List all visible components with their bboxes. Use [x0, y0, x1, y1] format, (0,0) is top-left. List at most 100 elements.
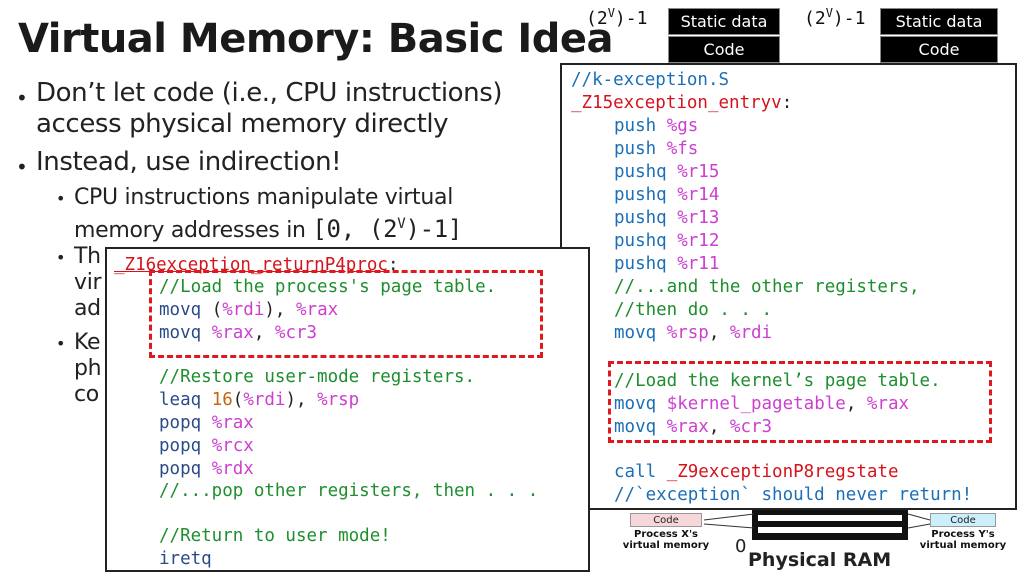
- register: %rsp: [317, 390, 360, 410]
- paren: ),: [285, 390, 318, 410]
- code-comment: //Load the process's page table.: [159, 277, 497, 297]
- bullet-2: Instead, use indirection!: [36, 147, 342, 177]
- code-line: iretq: [159, 549, 212, 569]
- left-code-block: Code: [668, 36, 780, 63]
- code-line: pushq %r13: [614, 207, 719, 230]
- bullet-dot: •: [16, 155, 28, 179]
- code-line: pushq %r15: [614, 161, 719, 184]
- process-y-code-block: Code: [930, 513, 996, 527]
- sub-bullet-c-frag-1: Ke: [74, 330, 101, 355]
- code-line: popq %rax: [159, 412, 254, 435]
- bullet-1: Don’t let code (i.e., CPU instructions) …: [36, 78, 503, 140]
- sub-bullet-dot: •: [56, 334, 66, 353]
- range-sup: V: [397, 216, 406, 232]
- code-line: popq %rdx: [159, 458, 254, 481]
- instruction: pushq: [614, 208, 678, 228]
- pow-post: )-1: [832, 8, 866, 29]
- entry-label-line: _Z15exception_entryv:: [571, 92, 792, 115]
- register: %cr3: [729, 417, 773, 437]
- code-comment: //...and the other registers,: [614, 277, 920, 297]
- sub-bullet-b: Th vir ad: [74, 244, 102, 322]
- physical-ram-label: Physical RAM: [748, 549, 892, 571]
- sub-bullet-b-frag-2: vir: [74, 270, 102, 295]
- mapping-arrow: [703, 513, 755, 521]
- instruction: movq: [159, 323, 212, 343]
- immediate: $kernel_pagetable: [666, 394, 846, 414]
- instruction: leaq: [159, 390, 212, 410]
- code-line: movq %rsp, %rdi: [614, 322, 772, 345]
- sub-bullet-dot: •: [56, 189, 66, 208]
- register: %rdi: [729, 323, 773, 343]
- label-line-1: Process X's: [634, 529, 698, 540]
- code-comment: //...pop other registers, then . . .: [159, 481, 539, 501]
- code-line: movq $kernel_pagetable, %rax: [614, 393, 909, 416]
- register: %rax: [866, 394, 910, 414]
- sub-bullet-a-text: memory addresses in: [74, 218, 313, 243]
- instruction: popq: [159, 413, 212, 433]
- separator: ,: [708, 323, 730, 343]
- bullet-1-line-1: Don’t let code (i.e., CPU instructions): [36, 78, 503, 108]
- sub-bullet-a: CPU instructions manipulate virtual memo…: [74, 185, 462, 244]
- register: %r12: [677, 231, 720, 251]
- register: %rcx: [211, 436, 254, 456]
- sub-bullet-dot: •: [56, 248, 66, 267]
- code-comment: //Restore user-mode registers.: [159, 367, 476, 387]
- label-colon: :: [387, 255, 399, 275]
- code-comment: //Return to user mode!: [159, 526, 391, 546]
- register: %fs: [666, 139, 699, 159]
- mapping-arrow: [703, 523, 755, 529]
- mapping-arrow: [907, 513, 931, 521]
- sub-bullet-c-frag-3: co: [74, 382, 99, 407]
- ram-stripe: [758, 527, 902, 533]
- code-line: movq %rax, %cr3: [614, 416, 772, 439]
- register: %rax: [666, 417, 709, 437]
- zero-address: 0: [735, 536, 747, 557]
- sub-bullet-a-line-1: CPU instructions manipulate virtual: [74, 185, 454, 210]
- left-static-data-block: Static data: [668, 8, 780, 35]
- bullet-dot: •: [16, 86, 28, 110]
- code-comment: //Load the kernel’s page table.: [614, 371, 941, 391]
- label-line-2: virtual memory: [622, 540, 710, 551]
- range-post: )-1]: [405, 215, 463, 243]
- slide-title: Virtual Memory: Basic Idea: [18, 16, 614, 62]
- label-colon: :: [781, 93, 793, 113]
- register: %r15: [677, 162, 720, 182]
- register: %gs: [666, 116, 699, 136]
- register: %rsp: [666, 323, 709, 343]
- range-pre: [0, (2: [312, 215, 398, 243]
- register: %rax: [296, 300, 339, 320]
- sub-bullet-b-frag-3: ad: [74, 296, 101, 321]
- sub-bullet-b-frag-1: Th: [74, 244, 101, 269]
- code-line: pushq %r11: [614, 253, 719, 276]
- register: %rdx: [211, 459, 254, 479]
- instruction: pushq: [614, 185, 678, 205]
- pow-pre: (2: [586, 8, 608, 29]
- pow-post: )-1: [614, 8, 648, 29]
- instruction: popq: [159, 436, 212, 456]
- register: %r13: [677, 208, 720, 228]
- paren: (: [232, 390, 244, 410]
- code-comment: //then do . . .: [614, 300, 773, 320]
- sub-bullet-a-line-2: memory addresses in [0, (2V)-1]: [74, 211, 462, 244]
- left-max-address: (2V)-1: [586, 6, 647, 29]
- exception-entry-code-panel: //k-exception.S _Z15exception_entryv: pu…: [560, 63, 1017, 510]
- paren: (: [211, 300, 223, 320]
- right-max-address: (2V)-1: [804, 6, 865, 29]
- range-expression: [0, (2V)-1]: [312, 215, 462, 243]
- ram-stripe: [758, 515, 902, 521]
- highlight-box-kernel-pagetable: [608, 361, 992, 443]
- process-x-code-block: Code: [630, 513, 702, 527]
- number: 16: [211, 390, 233, 410]
- code-comment: //`exception` should never return!: [614, 485, 973, 505]
- instruction: call: [614, 462, 667, 482]
- sub-bullet-c: Ke ph co: [74, 330, 102, 408]
- instruction: movq: [614, 323, 667, 343]
- register: %r11: [677, 254, 720, 274]
- physical-ram-block: [752, 510, 908, 540]
- register: %rax: [211, 323, 254, 343]
- instruction: push: [614, 139, 667, 159]
- instruction: movq: [614, 394, 667, 414]
- pow-sup: V: [607, 6, 615, 20]
- sub-bullet-c-frag-2: ph: [74, 356, 102, 381]
